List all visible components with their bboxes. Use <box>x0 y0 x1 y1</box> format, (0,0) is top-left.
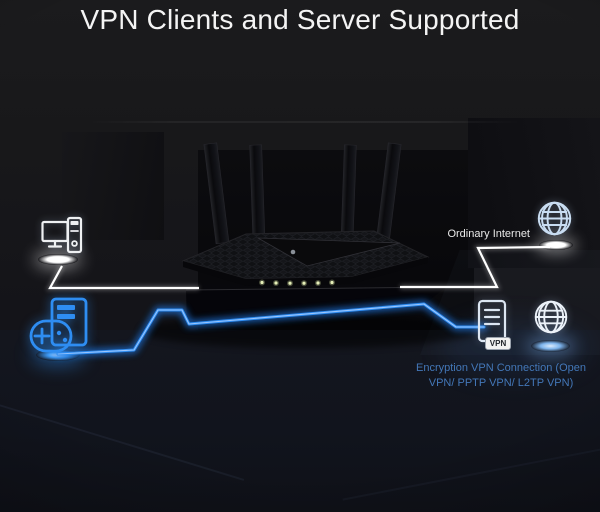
router-led <box>330 280 334 285</box>
encryption-vpn-label-line1: Encryption VPN Connection (Open <box>416 362 586 374</box>
router-led <box>302 281 306 285</box>
gamepad-button <box>56 330 62 336</box>
router-antenna <box>375 142 402 245</box>
router-leds <box>259 279 335 287</box>
gamepad-body <box>29 319 73 353</box>
background-monolith-left <box>62 132 164 240</box>
page-title: VPN Clients and Server Supported <box>80 4 520 35</box>
globe-parallel <box>535 309 567 325</box>
background-wall-seam <box>90 121 520 123</box>
globe-parallel <box>538 211 571 226</box>
desktop-computer-icon <box>41 216 83 254</box>
gamepad-dpad <box>33 327 51 345</box>
monitor <box>41 220 69 243</box>
router-antenna <box>249 144 266 242</box>
background-floor <box>0 330 600 512</box>
gaming-tower-bar <box>57 305 75 310</box>
connection-line-vpn-blue <box>54 300 488 358</box>
router-led <box>316 281 320 285</box>
router-led <box>274 281 278 285</box>
encryption-vpn-label-line2: VPN/ PPTP VPN/ L2TP VPN) <box>428 377 574 389</box>
glow-oval-ordinary-internet <box>539 240 573 250</box>
pc-tower-vent <box>70 221 79 225</box>
globe-icon-ordinary <box>537 201 572 236</box>
globe-icon-vpn <box>534 300 568 334</box>
glow-oval-desktop-pc <box>38 254 78 265</box>
pc-tower <box>66 216 83 254</box>
glow-oval-vpn-internet <box>531 340 570 352</box>
router-antenna <box>340 144 357 242</box>
router-front <box>183 257 428 286</box>
connection-line-white <box>45 244 551 291</box>
wifi-router <box>181 142 447 325</box>
ordinary-internet-label: Ordinary Internet <box>447 228 530 240</box>
gamepad-tower-icon <box>29 297 88 353</box>
monitor-stand <box>47 239 63 248</box>
background-monolith-right <box>468 118 600 268</box>
gamepad-button <box>62 337 68 343</box>
server-tower <box>477 299 507 343</box>
router-gloss-panel <box>257 237 401 267</box>
pc-tower-button <box>71 240 78 247</box>
router-antenna <box>203 142 230 245</box>
vpn-badge: VPN <box>485 337 511 350</box>
encryption-vpn-label: Encryption VPN Connection (Open VPN/ PPT… <box>401 361 600 391</box>
tp-link-logo <box>290 249 296 255</box>
router-led <box>260 280 264 285</box>
gaming-tower-bar <box>57 314 75 319</box>
router-led <box>288 281 292 285</box>
